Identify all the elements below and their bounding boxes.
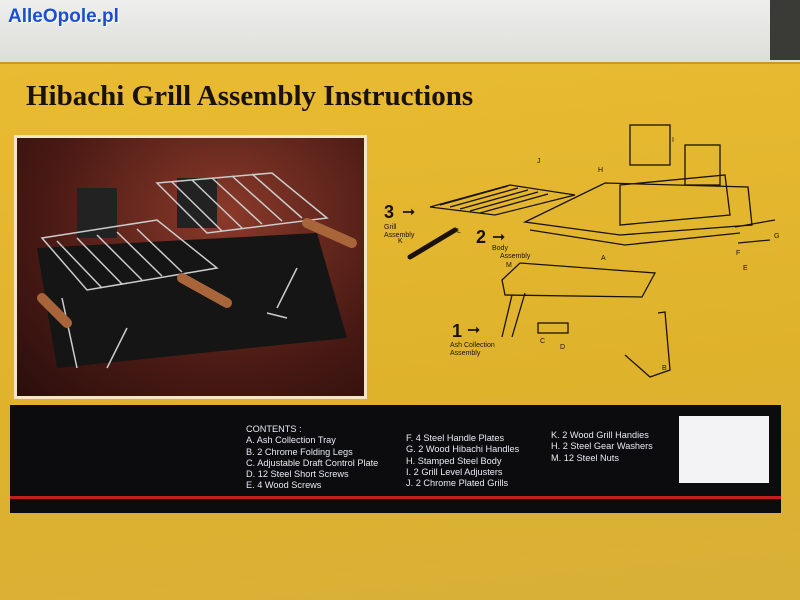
contents-col-2: F. 4 Steel Handle Plates G. 2 Wood Hibac… [406, 433, 519, 489]
svg-text:I: I [672, 137, 674, 144]
grill-on-body [619, 174, 731, 226]
grill-part-j [429, 184, 576, 216]
svg-text:B: B [662, 365, 667, 372]
svg-text:E: E [743, 265, 748, 272]
list-item: G. 2 Wood Hibachi Handles [406, 444, 520, 455]
part-letters: J H I K L M A G F E C D B [398, 137, 779, 372]
list-item: J. 2 Chrome Plated Grills [406, 478, 509, 489]
svg-text:F: F [736, 250, 740, 257]
handle-part-g [734, 219, 776, 244]
list-item: D. 12 Steel Short Screws [246, 469, 349, 480]
assembly-diagram: 3 ➞ Grill Assembly 2 ➞ Body Assembly 1 ➞… [384, 124, 779, 378]
list-item: B. 2 Chrome Folding Legs [246, 446, 353, 457]
dark-corner [770, 0, 800, 60]
svg-text:2: 2 [476, 227, 486, 247]
step-3: 3 ➞ Grill Assembly [384, 202, 415, 239]
grill-level-adjuster [629, 124, 671, 166]
svg-text:➞: ➞ [467, 322, 480, 339]
contents-heading: CONTENTS : [246, 424, 302, 434]
svg-text:D: D [560, 344, 565, 351]
svg-text:K: K [398, 238, 403, 245]
grill-photo-illustration [37, 172, 357, 369]
contents-panel [10, 405, 781, 513]
watermark: AlleOpole.pl [8, 6, 119, 27]
draft-plate-c [537, 322, 569, 334]
list-item: E. 4 Wood Screws [246, 480, 322, 491]
list-item: H. Stamped Steel Body [406, 455, 502, 466]
page-title: Hibachi Grill Assembly Instructions [26, 80, 474, 112]
body-part-h [522, 182, 753, 236]
list-item: I. 2 Grill Level Adjusters [406, 466, 503, 477]
svg-text:➞: ➞ [402, 204, 415, 221]
svg-text:C: C [540, 338, 545, 345]
svg-text:➞: ➞ [492, 229, 505, 246]
list-item: H. 2 Steel Gear Washers [551, 441, 653, 452]
svg-text:Body: Body [492, 245, 508, 252]
contents-col-3: K. 2 Wood Grill Handies H. 2 Steel Gear … [551, 430, 653, 464]
svg-text:M: M [506, 262, 512, 269]
product-photo [14, 135, 367, 399]
contents-col-1: CONTENTS : A. Ash Collection Tray B. 2 C… [246, 424, 378, 492]
ash-tray-part-a [501, 262, 657, 298]
blank-label [679, 416, 769, 483]
list-item: M. 12 Steel Nuts [551, 452, 619, 463]
svg-text:H: H [598, 167, 603, 174]
step-1: 1 ➞ Ash Collection Assembly [450, 321, 495, 357]
list-item: A. Ash Collection Tray [246, 435, 336, 446]
list-item: K. 2 Wood Grill Handies [551, 430, 649, 440]
svg-text:A: A [601, 255, 606, 262]
svg-text:Assembly: Assembly [384, 232, 415, 239]
svg-text:1: 1 [452, 321, 462, 341]
svg-text:L: L [457, 228, 461, 235]
svg-text:J: J [537, 158, 541, 165]
list-item: C. Adjustable Draft Control Plate [246, 457, 379, 468]
svg-text:3: 3 [384, 202, 394, 222]
leg-part-b [624, 311, 671, 378]
svg-text:Ash Collection: Ash Collection [450, 342, 495, 349]
svg-text:Assembly: Assembly [450, 350, 481, 357]
svg-text:Grill: Grill [384, 224, 397, 231]
svg-text:G: G [774, 233, 779, 240]
svg-text:Assembly: Assembly [500, 253, 531, 260]
background-surface [0, 0, 800, 66]
step-2: 2 ➞ Body Assembly [476, 227, 531, 260]
list-item: F. 4 Steel Handle Plates [406, 433, 505, 443]
wood-handle-k [407, 227, 458, 260]
red-stripe [10, 496, 781, 499]
